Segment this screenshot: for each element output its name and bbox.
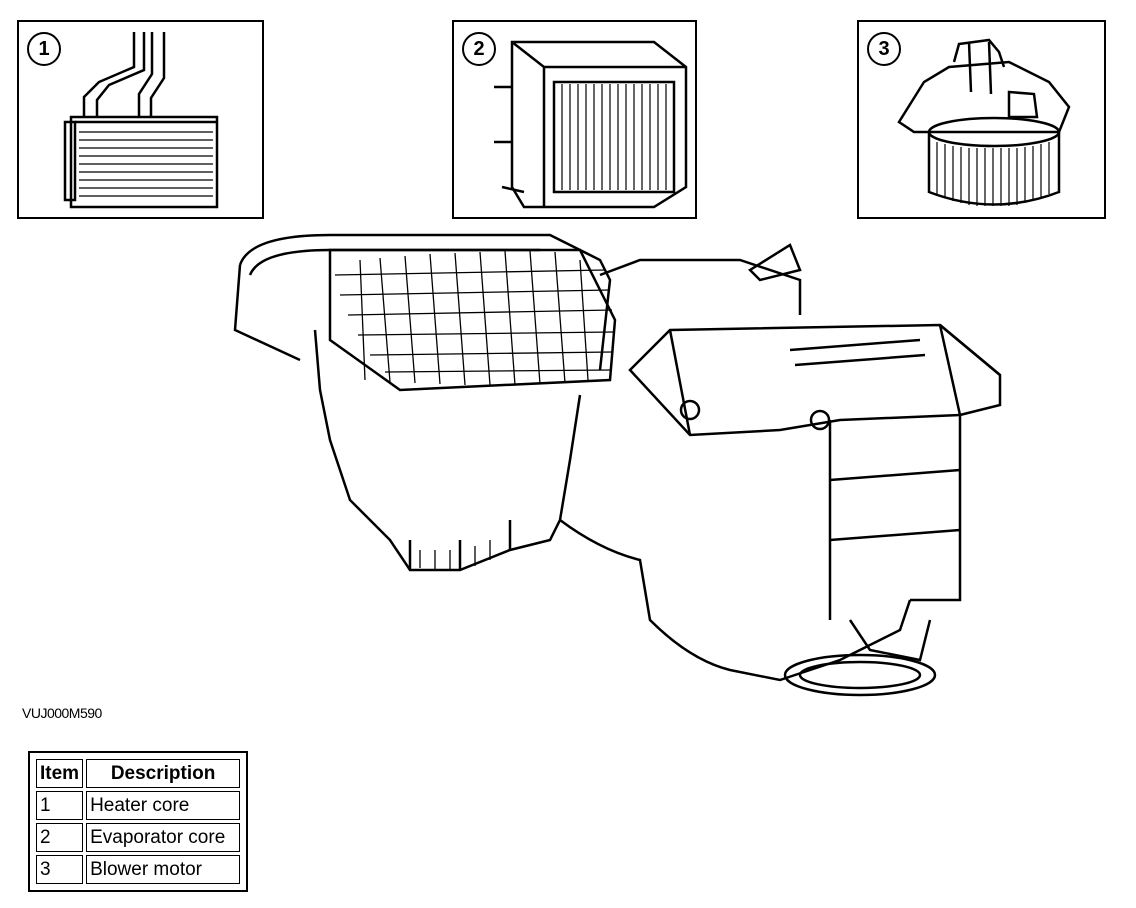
hvac-assembly-drawing (233, 233, 1002, 697)
legend-item-description: Heater core (86, 791, 241, 820)
table-row: 1 Heater core (36, 791, 241, 820)
heater-core-drawing (63, 32, 219, 209)
inset-blower-motor: 3 (857, 20, 1106, 219)
evaporator-core-drawing (494, 40, 688, 209)
legend-header-row: Item Description (36, 759, 241, 788)
blower-motor-drawing (897, 38, 1071, 206)
table-row: 2 Evaporator core (36, 823, 241, 852)
legend-item-description: Blower motor (86, 855, 241, 884)
legend-item-number: 1 (36, 791, 84, 820)
figure-code: VUJ000M590 (22, 705, 102, 721)
callout-3: 3 (867, 32, 901, 66)
legend-item-number: 2 (36, 823, 84, 852)
inset-heater-core: 1 (17, 20, 264, 219)
inset-evaporator-core: 2 (452, 20, 697, 219)
callout-2: 2 (462, 32, 496, 66)
legend-header-item: Item (36, 759, 84, 788)
legend-header-description: Description (86, 759, 241, 788)
legend-item-description: Evaporator core (86, 823, 241, 852)
legend-table: Item Description 1 Heater core 2 Evapora… (28, 751, 249, 892)
table-row: 3 Blower motor (36, 855, 241, 884)
callout-1: 1 (27, 32, 61, 66)
legend-item-number: 3 (36, 855, 84, 884)
